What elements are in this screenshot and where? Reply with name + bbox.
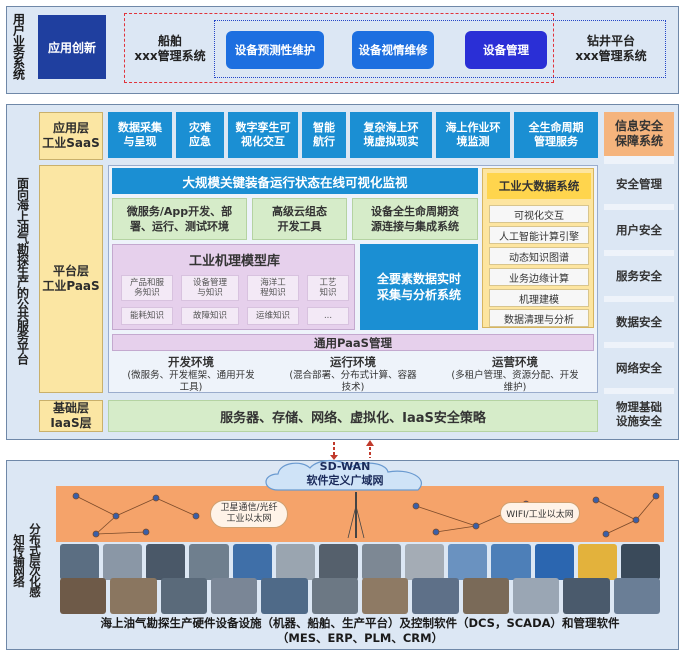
mechanism-item: 设备管理 与知识 (181, 275, 239, 301)
mechanism-library-title: 工业机理模型库 (188, 253, 280, 269)
device-photo (361, 544, 402, 580)
facility-photo (311, 578, 358, 614)
device-photo (146, 544, 186, 580)
iaas-layer-label: 基础层 IaaS层 (39, 400, 103, 432)
dev-environment: 开发环境 (微服务、开发框架、通用开发 工具) (112, 354, 270, 393)
bigdata-item: 可视化交互 (489, 205, 589, 223)
run-environment: 运行环境 (混合部署、分布式计算、容器 技术) (274, 354, 432, 393)
device-photo (534, 544, 574, 580)
saas-item: 海上作业环 境监测 (436, 112, 510, 158)
saas-item: 复杂海上环 境虚拟现实 (350, 112, 432, 158)
device-photo (448, 544, 488, 580)
ship-group-dashed-frame (124, 13, 554, 83)
saas-layer-label: 应用层 工业SaaS (39, 112, 103, 160)
bigdata-item: 业务边缘计算 (489, 268, 589, 286)
device-photo (620, 544, 660, 580)
device-photo (103, 544, 143, 580)
general-paas-management: 通用PaaS管理 (112, 334, 594, 351)
dev-env-desc: (微服务、开发框架、通用开发 工具) (127, 370, 255, 393)
ops-environment: 运营环境 (多租户管理、资源分配、开发 维护) (436, 354, 594, 393)
info-security-column: 信息安全 保障系统 安全管理 用户安全 服务安全 数据安全 网络安全 物理基础 … (604, 112, 674, 434)
ops-env-desc: (多租户管理、资源分配、开发 维护) (451, 370, 579, 393)
run-env-title: 运行环境 (330, 355, 376, 369)
security-item: 服务安全 (604, 256, 674, 296)
hardware-caption: 海上油气勘探生产硬件设备设施（机器、船舶、生产平台）及控制软件（DCS，SCAD… (100, 616, 620, 645)
security-item: 数据安全 (604, 302, 674, 342)
ship-system-label: 船舶 xxx管理系统 (134, 34, 206, 63)
facility-photo (110, 578, 157, 614)
mechanism-item: 工艺 知识 (307, 275, 349, 301)
saas-item: 灾难 应急 (176, 112, 224, 158)
saas-item: 数字孪生可 视化交互 (228, 112, 298, 158)
facility-photo (412, 578, 459, 614)
monitoring-bar: 大规模关键装备运行状态在线可视化监视 (112, 168, 478, 194)
device-photo (232, 544, 272, 580)
network-topology-graphic (72, 492, 660, 539)
sdwan-label: SD-WAN 软件定义广域网 (306, 460, 384, 487)
mechanism-item: 能耗知识 (121, 307, 173, 325)
microservice-env-box: 微服务/App开发、部 署、运行、测试环境 (112, 198, 247, 240)
saas-item: 全生命周期 管理服务 (514, 112, 598, 158)
visual-repair-box: 设备视情维修 (352, 31, 434, 69)
device-icon-row (56, 544, 664, 580)
facility-photo (462, 578, 509, 614)
mechanism-item: 产品和服 务知识 (121, 275, 173, 301)
paas-layer-label: 平台层 工业PaaS (39, 165, 103, 393)
security-title: 信息安全 保障系统 (604, 112, 674, 156)
iaas-bar: 服务器、存储、网络、虚拟化、IaaS安全策略 (108, 400, 598, 432)
device-photo (275, 544, 315, 580)
allfactor-data-system: 全要素数据实时 采集与分析系统 (360, 244, 478, 330)
facility-photo (613, 578, 660, 614)
wifi-network-label: WIFI/工业以太网 (500, 502, 580, 524)
facility-photo (60, 578, 107, 614)
saas-item: 智能 航行 (302, 112, 346, 158)
security-item: 用户安全 (604, 210, 674, 250)
device-photo (318, 544, 358, 580)
device-photo (60, 544, 100, 580)
mechanism-model-library: 工业机理模型库 产品和服 务知识 设备管理 与知识 海洋工 程知识 工艺 知识 … (112, 244, 355, 330)
sdwan-cloud-icon (265, 459, 422, 491)
security-item: 安全管理 (604, 164, 674, 204)
user-business-label: 用户业务系统 (11, 13, 26, 79)
saas-item: 数据采集 与呈现 (108, 112, 172, 158)
bigdata-item: 数据清理与分析 (489, 309, 589, 327)
security-item: 物理基础 设施安全 (604, 394, 674, 434)
dev-env-title: 开发环境 (168, 355, 214, 369)
facility-photo (160, 578, 207, 614)
platform-vertical-label: 面向海上油气勘探生产的公共服务平台 (15, 176, 30, 364)
industrial-bigdata-system: 工业大数据系统 可视化交互 人工智能计算引擎 动态知识图谱 业务边缘计算 机理建… (482, 168, 594, 328)
bigdata-item: 人工智能计算引擎 (489, 226, 589, 244)
predictive-maintenance-box: 设备预测性维护 (226, 31, 324, 69)
device-management-box: 设备管理 (465, 31, 547, 69)
device-photo (405, 544, 445, 580)
device-photo (189, 544, 229, 580)
network-vertical-label: 分布式层次化感知传输网络 (12, 523, 42, 597)
drill-platform-label: 钻井平台 xxx管理系统 (575, 34, 647, 63)
device-group-dotted-frame (214, 20, 666, 78)
facility-photo (210, 578, 258, 614)
bigdata-item: 机理建模 (489, 289, 589, 307)
lifecycle-integration-box: 设备全生命周期资 源连接与集成系统 (352, 198, 478, 240)
mechanism-item: 海洋工 程知识 (247, 275, 299, 301)
mechanism-item: ... (307, 307, 349, 325)
facility-photo (512, 578, 560, 614)
security-item: 网络安全 (604, 348, 674, 388)
mechanism-item: 运维知识 (247, 307, 299, 325)
satellite-network-label: 卫星通信/光纤 工业以太网 (210, 500, 288, 528)
mechanism-item: 故障知识 (181, 307, 239, 325)
ops-env-title: 运营环境 (492, 355, 538, 369)
bigdata-item: 动态知识图谱 (489, 247, 589, 265)
bigdata-title: 工业大数据系统 (487, 173, 591, 199)
facility-photo (361, 578, 409, 614)
facility-photo (563, 578, 610, 614)
facility-photo-row (56, 578, 664, 614)
device-photo (491, 544, 531, 580)
device-photo (577, 544, 617, 580)
app-innovation-box: 应用创新 (38, 15, 106, 79)
facility-photo (261, 578, 308, 614)
cloud-config-box: 高级云组态 开发工具 (252, 198, 347, 240)
run-env-desc: (混合部署、分布式计算、容器 技术) (289, 370, 417, 393)
network-link-arrows (330, 440, 374, 460)
